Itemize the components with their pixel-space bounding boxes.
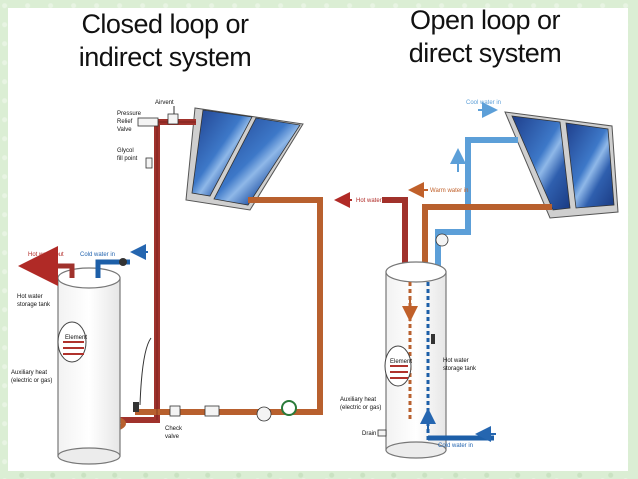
closed-return-pipe xyxy=(135,197,323,415)
closed-loop-diagram: Element xyxy=(11,100,323,465)
closed-element-label: Element xyxy=(65,335,87,341)
open-element-label: Element xyxy=(390,359,412,365)
closed-loop-title-line1: Closed loop or xyxy=(81,9,249,39)
closed-cold-valve-icon xyxy=(119,258,127,266)
open-loop-title-line1: Open loop or xyxy=(409,5,561,35)
closed-pressure-relief-label: Pressure Relief Valve xyxy=(117,111,143,133)
closed-check-valve-label: Check valve xyxy=(165,426,184,440)
closed-airvent-label: Airvent xyxy=(155,100,174,106)
open-drain-label: Drain xyxy=(362,431,376,437)
open-loop-title: Open loop or direct system xyxy=(400,4,570,70)
closed-cold-water-in-label: Cold water in xyxy=(80,252,115,258)
open-cool-water-pipe xyxy=(435,137,518,420)
closed-hot-water-out-label: Hot water out xyxy=(28,252,64,258)
open-solar-collector xyxy=(504,111,619,219)
closed-storage-tank-label: Hot water storage tank xyxy=(17,294,51,308)
open-hot-water-out-pipe xyxy=(382,197,408,272)
closed-expansion-tank-icon xyxy=(256,406,272,422)
open-warm-water-pipe xyxy=(422,204,552,272)
closed-element: Element xyxy=(57,321,87,363)
closed-loop-title-line2: indirect system xyxy=(78,42,252,72)
closed-storage-tank xyxy=(57,267,121,465)
open-element: Element xyxy=(384,345,412,387)
closed-check-valve xyxy=(169,405,220,417)
open-storage-tank-label: Hot water storage tank xyxy=(443,358,477,372)
closed-glycol-label: Glycol fill point xyxy=(117,148,138,162)
closed-solar-collector xyxy=(185,107,304,211)
closed-hot-out-pipe xyxy=(18,246,75,286)
closed-pump-icon xyxy=(281,400,297,416)
closed-sensor-wire xyxy=(139,337,152,406)
closed-hot-supply-pipe xyxy=(120,119,196,423)
open-loop-title-line2: direct system xyxy=(408,38,562,68)
open-warm-water-in-label: Warm water in xyxy=(430,188,468,194)
closed-loop-title: Closed loop or indirect system xyxy=(70,8,260,74)
closed-sensor xyxy=(133,402,139,412)
closed-airvent-fittings xyxy=(137,106,179,169)
open-cool-water-in-label: Cool water in xyxy=(466,100,501,106)
open-cold-water-in-label: Cold water in xyxy=(438,443,473,449)
open-auxiliary-heat-label: Auxiliary heat (electric or gas) xyxy=(340,397,381,411)
open-sensor xyxy=(431,334,435,344)
open-loop-diagram: Element Cool water in Warm water in Hot … xyxy=(334,100,619,459)
open-pump-icon xyxy=(435,233,449,247)
closed-auxiliary-heat-label: Auxiliary heat (electric or gas) xyxy=(11,370,52,384)
open-hot-water-out-label: Hot water out xyxy=(356,198,392,204)
open-drain-valve-icon xyxy=(377,429,387,437)
